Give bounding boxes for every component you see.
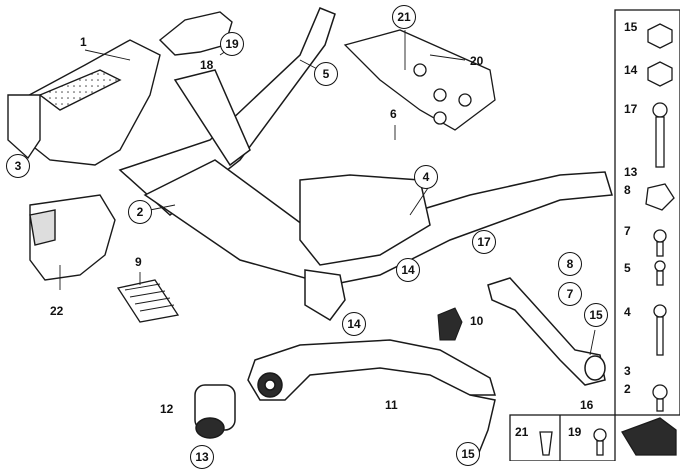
callout-8: 8 <box>558 252 582 276</box>
rubber-bearing <box>437 307 463 341</box>
label-10: 10 <box>470 314 484 328</box>
side-part-7: 7 <box>624 224 631 238</box>
callout-4: 4 <box>414 165 438 189</box>
side-part-15: 15 <box>624 20 638 34</box>
label-22: 22 <box>50 304 64 318</box>
callout-17: 17 <box>472 230 496 254</box>
side-part-8: 8 <box>624 183 631 197</box>
side-part-13: 13 <box>624 165 638 179</box>
callout-15-strut: 15 <box>584 303 608 327</box>
engine-mount-left <box>7 39 161 281</box>
leader-lines <box>59 30 596 356</box>
callout-3: 3 <box>6 154 30 178</box>
callout-15-arm: 15 <box>456 442 480 466</box>
bottom-part-19: 19 <box>568 425 582 439</box>
fastener-column <box>614 9 680 456</box>
callout-14-upper: 14 <box>396 258 420 282</box>
callout-21: 21 <box>392 5 416 29</box>
side-part-14: 14 <box>624 63 638 77</box>
front-subframe <box>118 7 613 321</box>
bushing <box>194 384 236 439</box>
bottom-parts-box <box>509 414 616 461</box>
callout-2: 2 <box>128 200 152 224</box>
callout-14-lower: 14 <box>342 312 366 336</box>
label-16: 16 <box>580 398 594 412</box>
callout-5: 5 <box>314 62 338 86</box>
side-part-3: 3 <box>624 364 631 378</box>
bottom-part-21: 21 <box>515 425 529 439</box>
callout-7: 7 <box>558 282 582 306</box>
side-part-4: 4 <box>624 305 631 319</box>
label-12: 12 <box>160 402 174 416</box>
callout-13: 13 <box>190 445 214 469</box>
guide-strip <box>116 279 180 323</box>
wishbone-arm <box>247 339 497 456</box>
side-part-17: 17 <box>624 102 638 116</box>
label-20: 20 <box>470 54 484 68</box>
side-part-5: 5 <box>624 261 631 275</box>
underbody-plate <box>343 29 496 131</box>
label-1: 1 <box>80 35 87 49</box>
side-part-2: 2 <box>624 382 631 396</box>
callout-19: 19 <box>220 32 244 56</box>
label-11: 11 <box>385 398 398 412</box>
label-18: 18 <box>200 58 214 72</box>
tension-strut <box>487 277 606 386</box>
label-6: 6 <box>390 107 397 121</box>
label-9: 9 <box>135 255 142 269</box>
